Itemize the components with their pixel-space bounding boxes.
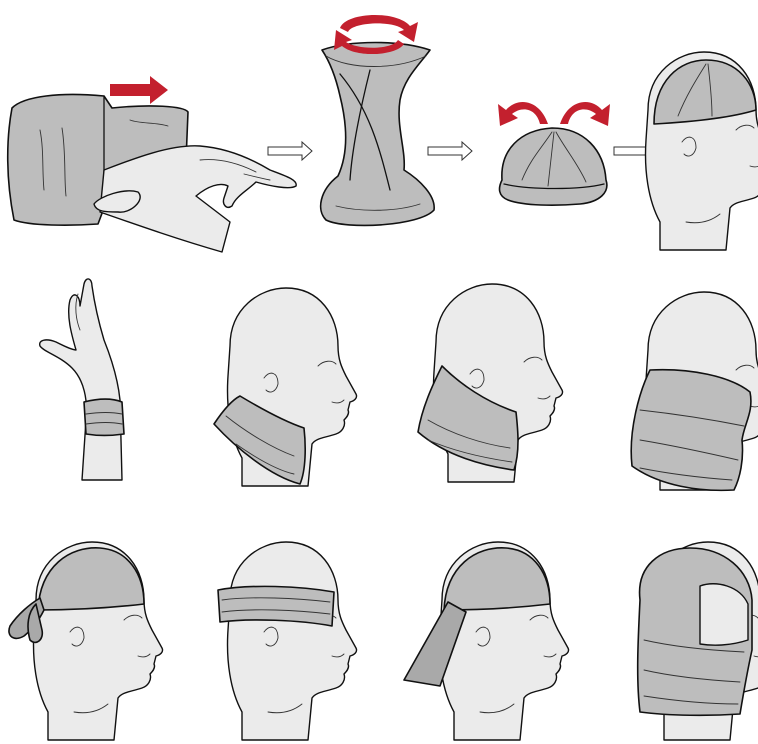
- fold-arrow-left: [498, 102, 548, 126]
- style-tail-cap: [404, 542, 569, 740]
- style-neck-scarf: [214, 288, 357, 486]
- style-headband: [218, 542, 357, 740]
- twist-arrow-top: [340, 15, 418, 42]
- style-neck-gaiter: [418, 284, 563, 482]
- step-tube-twisted: [321, 43, 435, 226]
- red-right-arrow: [110, 76, 168, 104]
- step-beanie-folded: [500, 128, 607, 205]
- style-wristband: [40, 279, 124, 480]
- flow-arrow-1: [268, 142, 312, 160]
- flow-arrow-2: [428, 142, 472, 160]
- head-wearing-beanie: [646, 52, 758, 250]
- fold-arrow-right: [560, 102, 610, 126]
- style-face-mask: [631, 292, 758, 490]
- style-pirate-cap: [9, 542, 163, 740]
- step-tube-over-hand: [8, 95, 296, 253]
- style-balaclava-hood: [638, 542, 758, 740]
- red-arrow-shape: [110, 76, 168, 104]
- fold-arrows: [498, 102, 610, 126]
